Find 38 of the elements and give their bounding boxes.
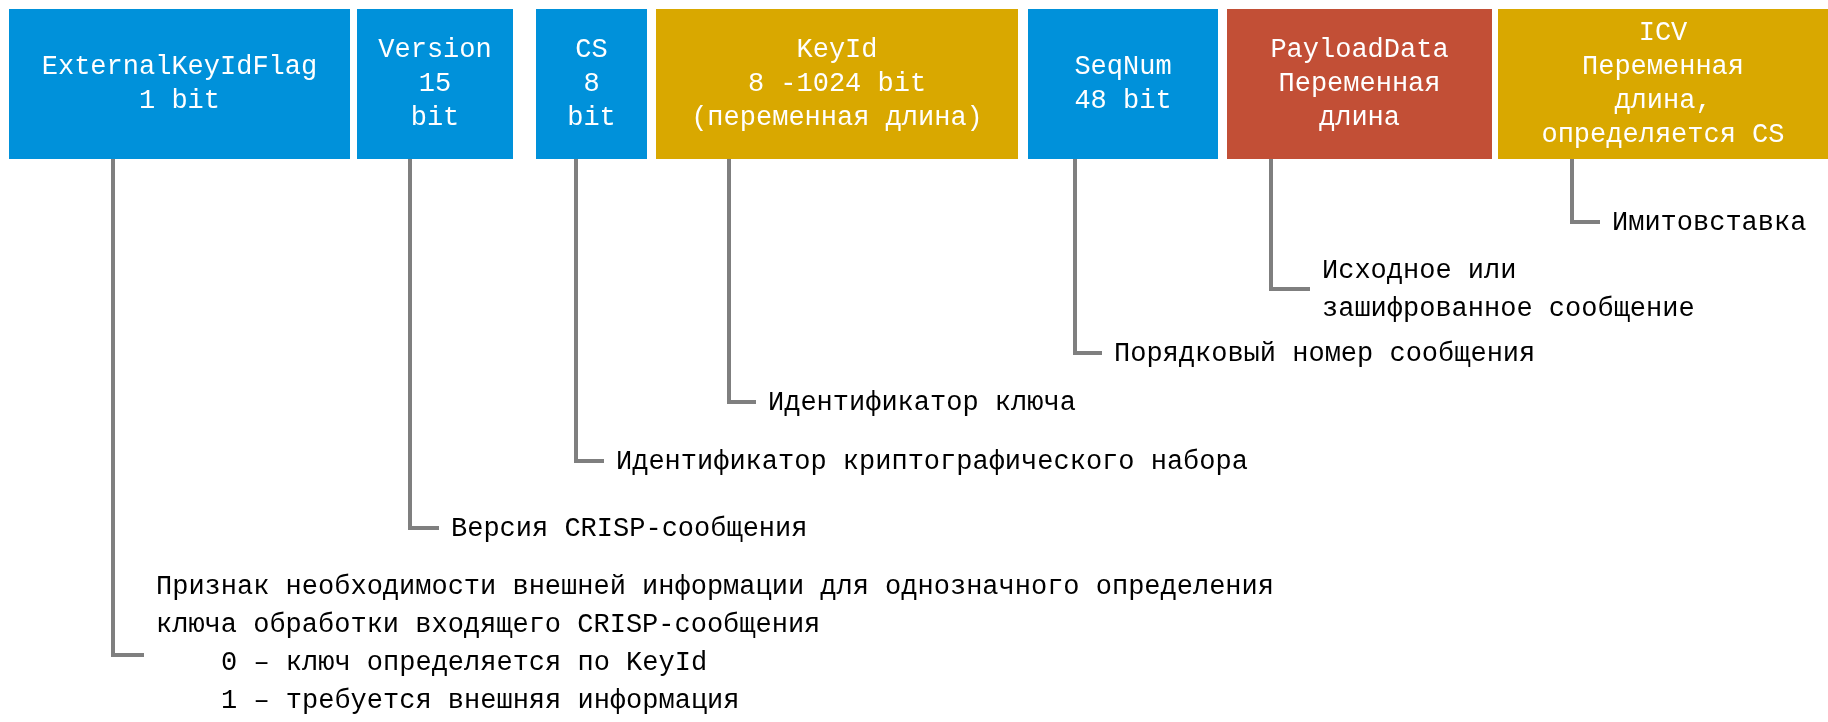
leader-line bbox=[1073, 159, 1102, 355]
leader-line bbox=[574, 159, 604, 463]
field-size: 1 bit bbox=[139, 85, 220, 118]
field-name: ICV bbox=[1638, 17, 1688, 50]
field-size: Переменная длина bbox=[1277, 68, 1442, 135]
value-description: 1 – требуется внешняя информация bbox=[220, 685, 741, 718]
field-box bbox=[1498, 9, 1828, 159]
field-box bbox=[357, 9, 513, 159]
annotation-text: Идентификатор ключа bbox=[768, 387, 1077, 420]
annotation-text: Идентификатор криптографического набора bbox=[616, 446, 1249, 479]
field-name: Version bbox=[378, 34, 492, 67]
field-box bbox=[536, 9, 647, 159]
field-size: 8 bit bbox=[566, 68, 617, 135]
annotation-text: Имитовставка bbox=[1612, 207, 1808, 240]
field-size: 8 -1024 bit bbox=[747, 68, 927, 101]
annotation-text: Исходное или зашифрованное сообщение bbox=[1322, 255, 1696, 326]
field-size: (переменная длина) bbox=[691, 102, 983, 135]
field-box bbox=[1227, 9, 1492, 159]
field-name: SeqNum bbox=[1074, 51, 1172, 84]
annotation-text: Версия CRISP-сообщения bbox=[451, 513, 809, 546]
leader-line bbox=[111, 159, 144, 657]
field-size: Переменная длина, определяется CS bbox=[1540, 51, 1786, 152]
annotation-text: Признак необходимости внешней информации для однозначного определения ключа обработки входящего CRISP-сообщения bbox=[156, 571, 1275, 642]
field-name: KeyId bbox=[796, 34, 878, 67]
annotation-text: Порядковый номер сообщения bbox=[1114, 338, 1537, 371]
field-name: PayloadData bbox=[1270, 34, 1449, 67]
field-box bbox=[1028, 9, 1218, 159]
field-size: 15 bit bbox=[409, 68, 461, 135]
leader-line bbox=[1570, 159, 1600, 224]
field-size: 48 bit bbox=[1074, 85, 1172, 118]
leader-line bbox=[727, 159, 756, 404]
field-box bbox=[656, 9, 1018, 159]
field-name: CS bbox=[575, 34, 608, 67]
leader-line bbox=[408, 159, 439, 530]
field-box bbox=[9, 9, 350, 159]
value-description: 0 – ключ определяется по KeyId bbox=[220, 647, 709, 680]
leader-line bbox=[1269, 159, 1310, 291]
field-name: ExternalKeyIdFlag bbox=[41, 51, 318, 84]
